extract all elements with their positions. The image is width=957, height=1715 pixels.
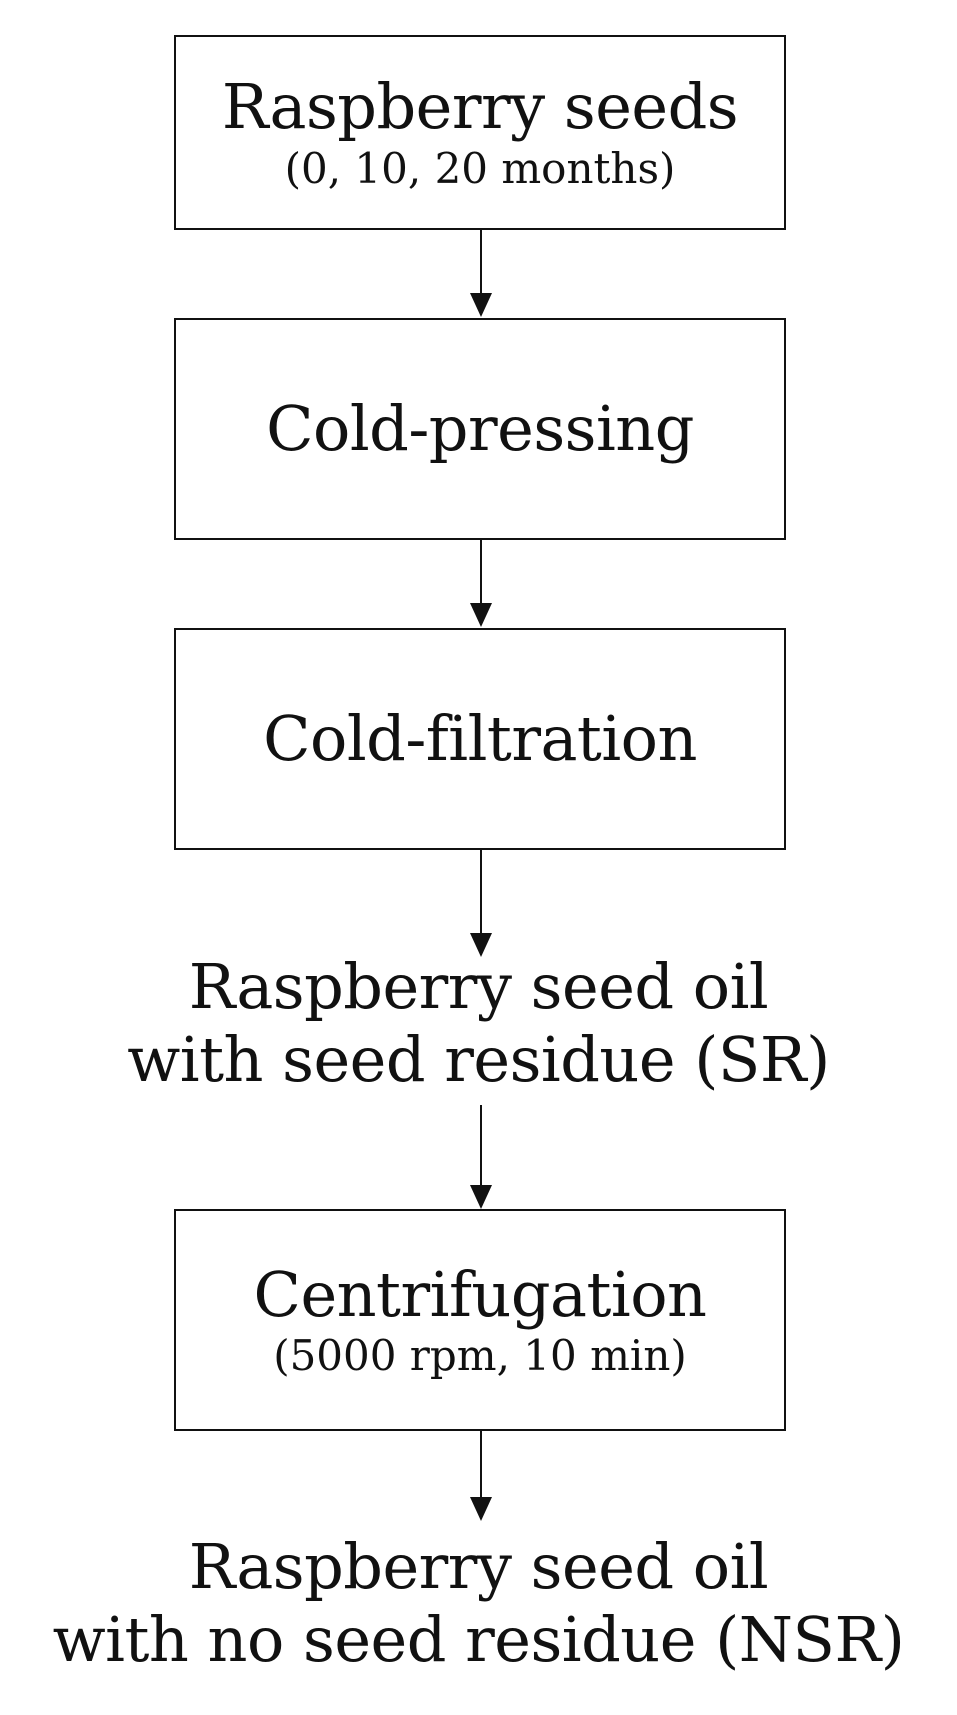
arrow-5 [470, 1431, 492, 1521]
step-title-raspberry-seeds: Raspberry seeds [221, 70, 739, 144]
arrow-4 [470, 1105, 492, 1209]
step-box-cold-pressing: Cold-pressing [174, 318, 786, 540]
output-sr-line-1: Raspberry seed oil [188, 950, 769, 1023]
arrow-3 [470, 850, 492, 957]
output-sr-line-2: with seed residue (SR) [127, 1023, 830, 1097]
step-title-cold-filtration: Cold-filtration [263, 701, 697, 775]
output-nsr-oil: Raspberry seed oil with no seed residue … [0, 1530, 957, 1676]
step-subtitle-storage-months: (0, 10, 20 months) [284, 143, 676, 193]
step-box-cold-filtration: Cold-filtration [174, 628, 786, 850]
arrow-2 [470, 540, 492, 627]
arrow-1 [470, 230, 492, 317]
step-title-centrifugation: Centrifugation [253, 1257, 707, 1331]
output-nsr-line-1: Raspberry seed oil [188, 1530, 769, 1603]
step-subtitle-centrifugation-settings: (5000 rpm, 10 min) [273, 1331, 687, 1380]
step-title-cold-pressing: Cold-pressing [266, 391, 694, 465]
step-box-raspberry-seeds: Raspberry seeds (0, 10, 20 months) [174, 35, 786, 230]
step-box-centrifugation: Centrifugation (5000 rpm, 10 min) [174, 1209, 786, 1431]
output-sr-oil: Raspberry seed oil with seed residue (SR… [0, 950, 957, 1096]
output-nsr-line-2: with no seed residue (NSR) [52, 1603, 905, 1677]
